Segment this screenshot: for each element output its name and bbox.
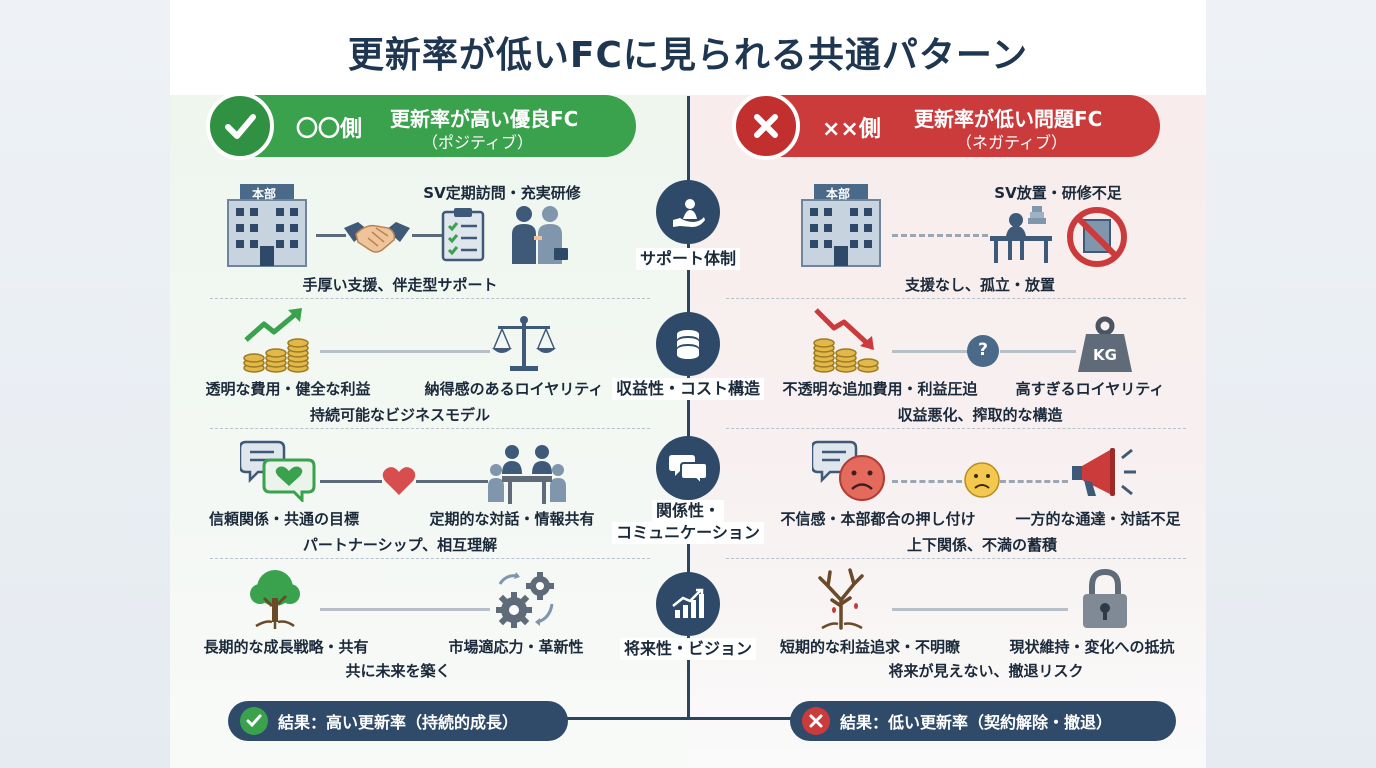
positive-side-label: 〇〇側: [296, 117, 363, 142]
worried-face-icon: [964, 462, 1000, 502]
hq-building-label: 本部: [826, 187, 851, 201]
sad-chat-bubbles-icon: [810, 440, 888, 506]
chat-bubbles-icon: [656, 436, 720, 500]
broken-connector-line: [1000, 480, 1068, 483]
positive-relation-left-text: 信頼関係・共通の目標: [208, 510, 360, 528]
positive-relation-right-text: 定期的な対話・情報共有: [429, 510, 595, 528]
positive-result-text: 結果：高い更新率（持続的成長）: [278, 713, 519, 732]
connector-line: [416, 480, 488, 483]
heart-icon: [382, 466, 416, 500]
negative-profit-right-text: 高すぎるロイヤリティ: [1015, 380, 1165, 398]
hq-building-label: 本部: [252, 187, 277, 201]
row-divider: [726, 558, 1186, 559]
connector-line: [316, 234, 346, 237]
negative-relation-bottom-text: 上下関係、不満の蓄積: [906, 536, 1058, 554]
negative-relation-left-text: 不信感・本部都合の押し付け: [780, 510, 976, 528]
negative-profit-bottom-text: 収益悪化、搾取的な構造: [897, 406, 1063, 424]
positive-subheading: （ポジティブ）: [422, 133, 534, 152]
balance-scale-icon: [492, 314, 556, 378]
positive-profit-left-text: 透明な費用・健全な利益: [205, 380, 371, 398]
negative-future-right-text: 現状維持・変化への抵抗: [1009, 638, 1175, 656]
positive-future-right-text: 市場適応力・革新性: [448, 638, 584, 656]
category-support: サポート体制: [635, 248, 741, 270]
negative-background: [688, 95, 1206, 768]
negative-header: ××側 更新率が低い問題FC （ネガティブ）: [732, 92, 1160, 160]
positive-support-bottom-text: 手厚い支援、伴走型サポート: [302, 276, 498, 294]
heavy-weight-icon: [1076, 316, 1134, 378]
coin-stack-icon: [656, 312, 720, 376]
connector-line: [1000, 350, 1076, 353]
positive-future-left-text: 長期的な成長戦略・共有: [203, 638, 369, 656]
positive-support-top-text: SV定期訪問・充実研修: [423, 184, 581, 202]
negative-side-label: ××側: [822, 117, 881, 142]
negative-future-bottom-text: 将来が見えない、撤退リスク: [888, 662, 1084, 680]
check-icon: [240, 707, 268, 735]
negative-result-banner: 結果：低い更新率（契約解除・撤退）: [790, 701, 1176, 741]
positive-relation-bottom-text: パートナーシップ、相互理解: [302, 536, 498, 554]
center-timeline: [687, 96, 690, 718]
business-people-icon: [506, 204, 570, 270]
connector-line: [892, 608, 1068, 611]
negative-support-top-text: SV放置・研修不足: [994, 184, 1122, 202]
positive-result-banner: 結果：高い更新率（持続的成長）: [228, 701, 568, 741]
megaphone-icon: [1070, 444, 1138, 504]
connector-line: [320, 608, 490, 611]
bottom-connector: [540, 717, 840, 720]
falling-coins-icon: [812, 308, 882, 378]
negative-future-left-text: 短期的な利益追求・不明瞭: [779, 638, 961, 656]
broken-connector-line: [892, 234, 988, 237]
row-divider: [210, 428, 650, 429]
padlock-icon: [1080, 568, 1130, 634]
heart-chat-bubbles-icon: [238, 440, 316, 506]
negative-subheading: （ネガティブ）: [956, 133, 1068, 152]
check-icon: [206, 92, 274, 160]
connector-line: [412, 234, 442, 237]
row-divider: [726, 428, 1186, 429]
positive-profit-bottom-text: 持続可能なビジネスモデル: [309, 406, 491, 424]
positive-header: 〇〇側 更新率が高い優良FC （ポジティブ）: [206, 92, 636, 160]
question-circle-icon: [966, 334, 1000, 372]
no-training-prohibited-icon: [1066, 206, 1128, 272]
row-divider: [210, 558, 650, 559]
cross-icon: [802, 707, 830, 735]
connector-line: [892, 350, 970, 353]
connector-line: [320, 350, 490, 353]
negative-heading: 更新率が低い問題FC: [914, 107, 1103, 131]
weight-label-text: KG: [1093, 346, 1117, 364]
row-divider: [726, 298, 1186, 299]
category-relation-line2: コミュニケーション: [612, 522, 764, 544]
positive-future-bottom-text: 共に未来を築く: [345, 662, 451, 680]
handshake-icon: [342, 212, 412, 262]
headquarters-building-icon: [796, 182, 886, 272]
category-future: 将来性・ビジョン: [619, 638, 757, 660]
meeting-table-icon: [488, 442, 566, 510]
gears-cycle-icon: [492, 570, 558, 636]
infographic-canvas: 更新率が低いFCに見られる共通パターン 〇〇側 更新率が高い優良FC （ポジティ…: [170, 0, 1206, 768]
page-title: 更新率が低いFCに見られる共通パターン: [347, 35, 1029, 76]
cross-icon: [732, 92, 800, 160]
positive-heading: 更新率が高い優良FC: [390, 107, 579, 131]
category-profit: 収益性・コスト構造: [611, 378, 765, 400]
support-hand-icon: [656, 180, 720, 244]
isolated-worker-desk-icon: [988, 206, 1054, 268]
rising-coins-icon: [242, 308, 310, 378]
headquarters-building-icon: [222, 182, 312, 272]
negative-profit-left-text: 不透明な追加費用・利益圧迫: [782, 380, 978, 398]
row-divider: [210, 298, 650, 299]
broken-connector-line: [892, 480, 962, 483]
positive-profit-right-text: 納得感のあるロイヤリティ: [424, 380, 604, 398]
connector-line: [320, 480, 382, 483]
question-mark-text: ?: [978, 340, 988, 360]
withered-tree-icon: [810, 566, 876, 634]
growth-chart-icon: [656, 572, 720, 636]
negative-relation-right-text: 一方的な通達・対話不足: [1015, 510, 1181, 528]
negative-support-bottom-text: 支援なし、孤立・放置: [904, 276, 1056, 294]
category-relation-line1: 関係性・: [651, 500, 725, 522]
checklist-clipboard-icon: [440, 206, 486, 266]
negative-result-text: 結果：低い更新率（契約解除・撤退）: [840, 713, 1113, 732]
healthy-tree-icon: [246, 568, 304, 634]
